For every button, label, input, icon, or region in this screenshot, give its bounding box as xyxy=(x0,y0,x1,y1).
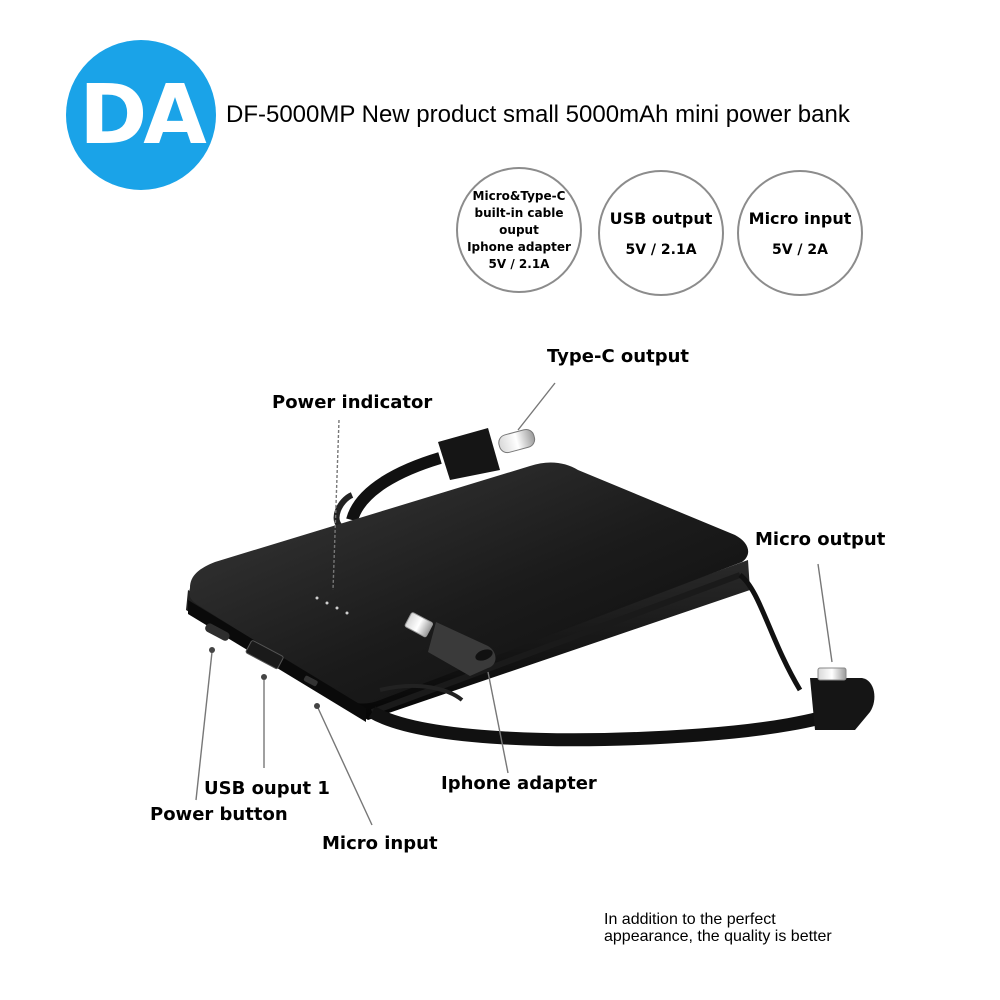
power-indicator-dots xyxy=(315,596,349,615)
label-micro-input: Micro input xyxy=(322,833,438,854)
spec-title: Micro input xyxy=(748,208,852,228)
product-headline: DF-5000MP New product small 5000mAh mini… xyxy=(226,101,850,128)
micro-cable xyxy=(368,573,841,747)
spec-line: Micro&Type-C xyxy=(472,188,566,203)
spec-line: Iphone adapter xyxy=(467,239,571,254)
power-bank-top xyxy=(189,462,749,704)
label-micro-output: Micro output xyxy=(755,529,886,550)
brand-logo-text: DA xyxy=(79,67,207,163)
type-c-plug xyxy=(438,428,536,480)
leader-lines xyxy=(195,382,833,826)
front-ports xyxy=(188,600,366,722)
iphone-adapter xyxy=(404,612,496,676)
label-power-indicator: Power indicator xyxy=(272,392,433,413)
label-power-button: Power button xyxy=(150,804,288,825)
label-type-c-output: Type-C output xyxy=(547,346,690,367)
spec-builtin-cable: Micro&Type-C built-in cable ouput Iphone… xyxy=(456,167,582,293)
quality-note-line: appearance, the quality is better xyxy=(604,928,832,945)
spec-value: 5V / 2A xyxy=(771,241,828,258)
spec-line: 5V / 2.1A xyxy=(488,256,550,271)
quality-note: In addition to the perfect appearance, t… xyxy=(604,911,832,945)
spec-value: 5V / 2.1A xyxy=(625,241,697,258)
micro-usb-plug xyxy=(810,667,875,730)
cable-side xyxy=(370,572,742,715)
quality-note-line: In addition to the perfect xyxy=(604,911,776,928)
spec-usb-output: USB output 5V / 2.1A xyxy=(598,170,724,296)
brand-logo: DA xyxy=(66,40,216,190)
spec-line: ouput xyxy=(499,222,539,237)
label-iphone-adapter: Iphone adapter xyxy=(441,773,597,794)
spec-title: USB output xyxy=(609,208,713,228)
spec-line: built-in cable xyxy=(474,205,564,220)
spec-micro-input: Micro input 5V / 2A xyxy=(737,170,863,296)
leader-endpoints xyxy=(209,647,320,709)
label-usb-output-1: USB ouput 1 xyxy=(204,778,330,799)
